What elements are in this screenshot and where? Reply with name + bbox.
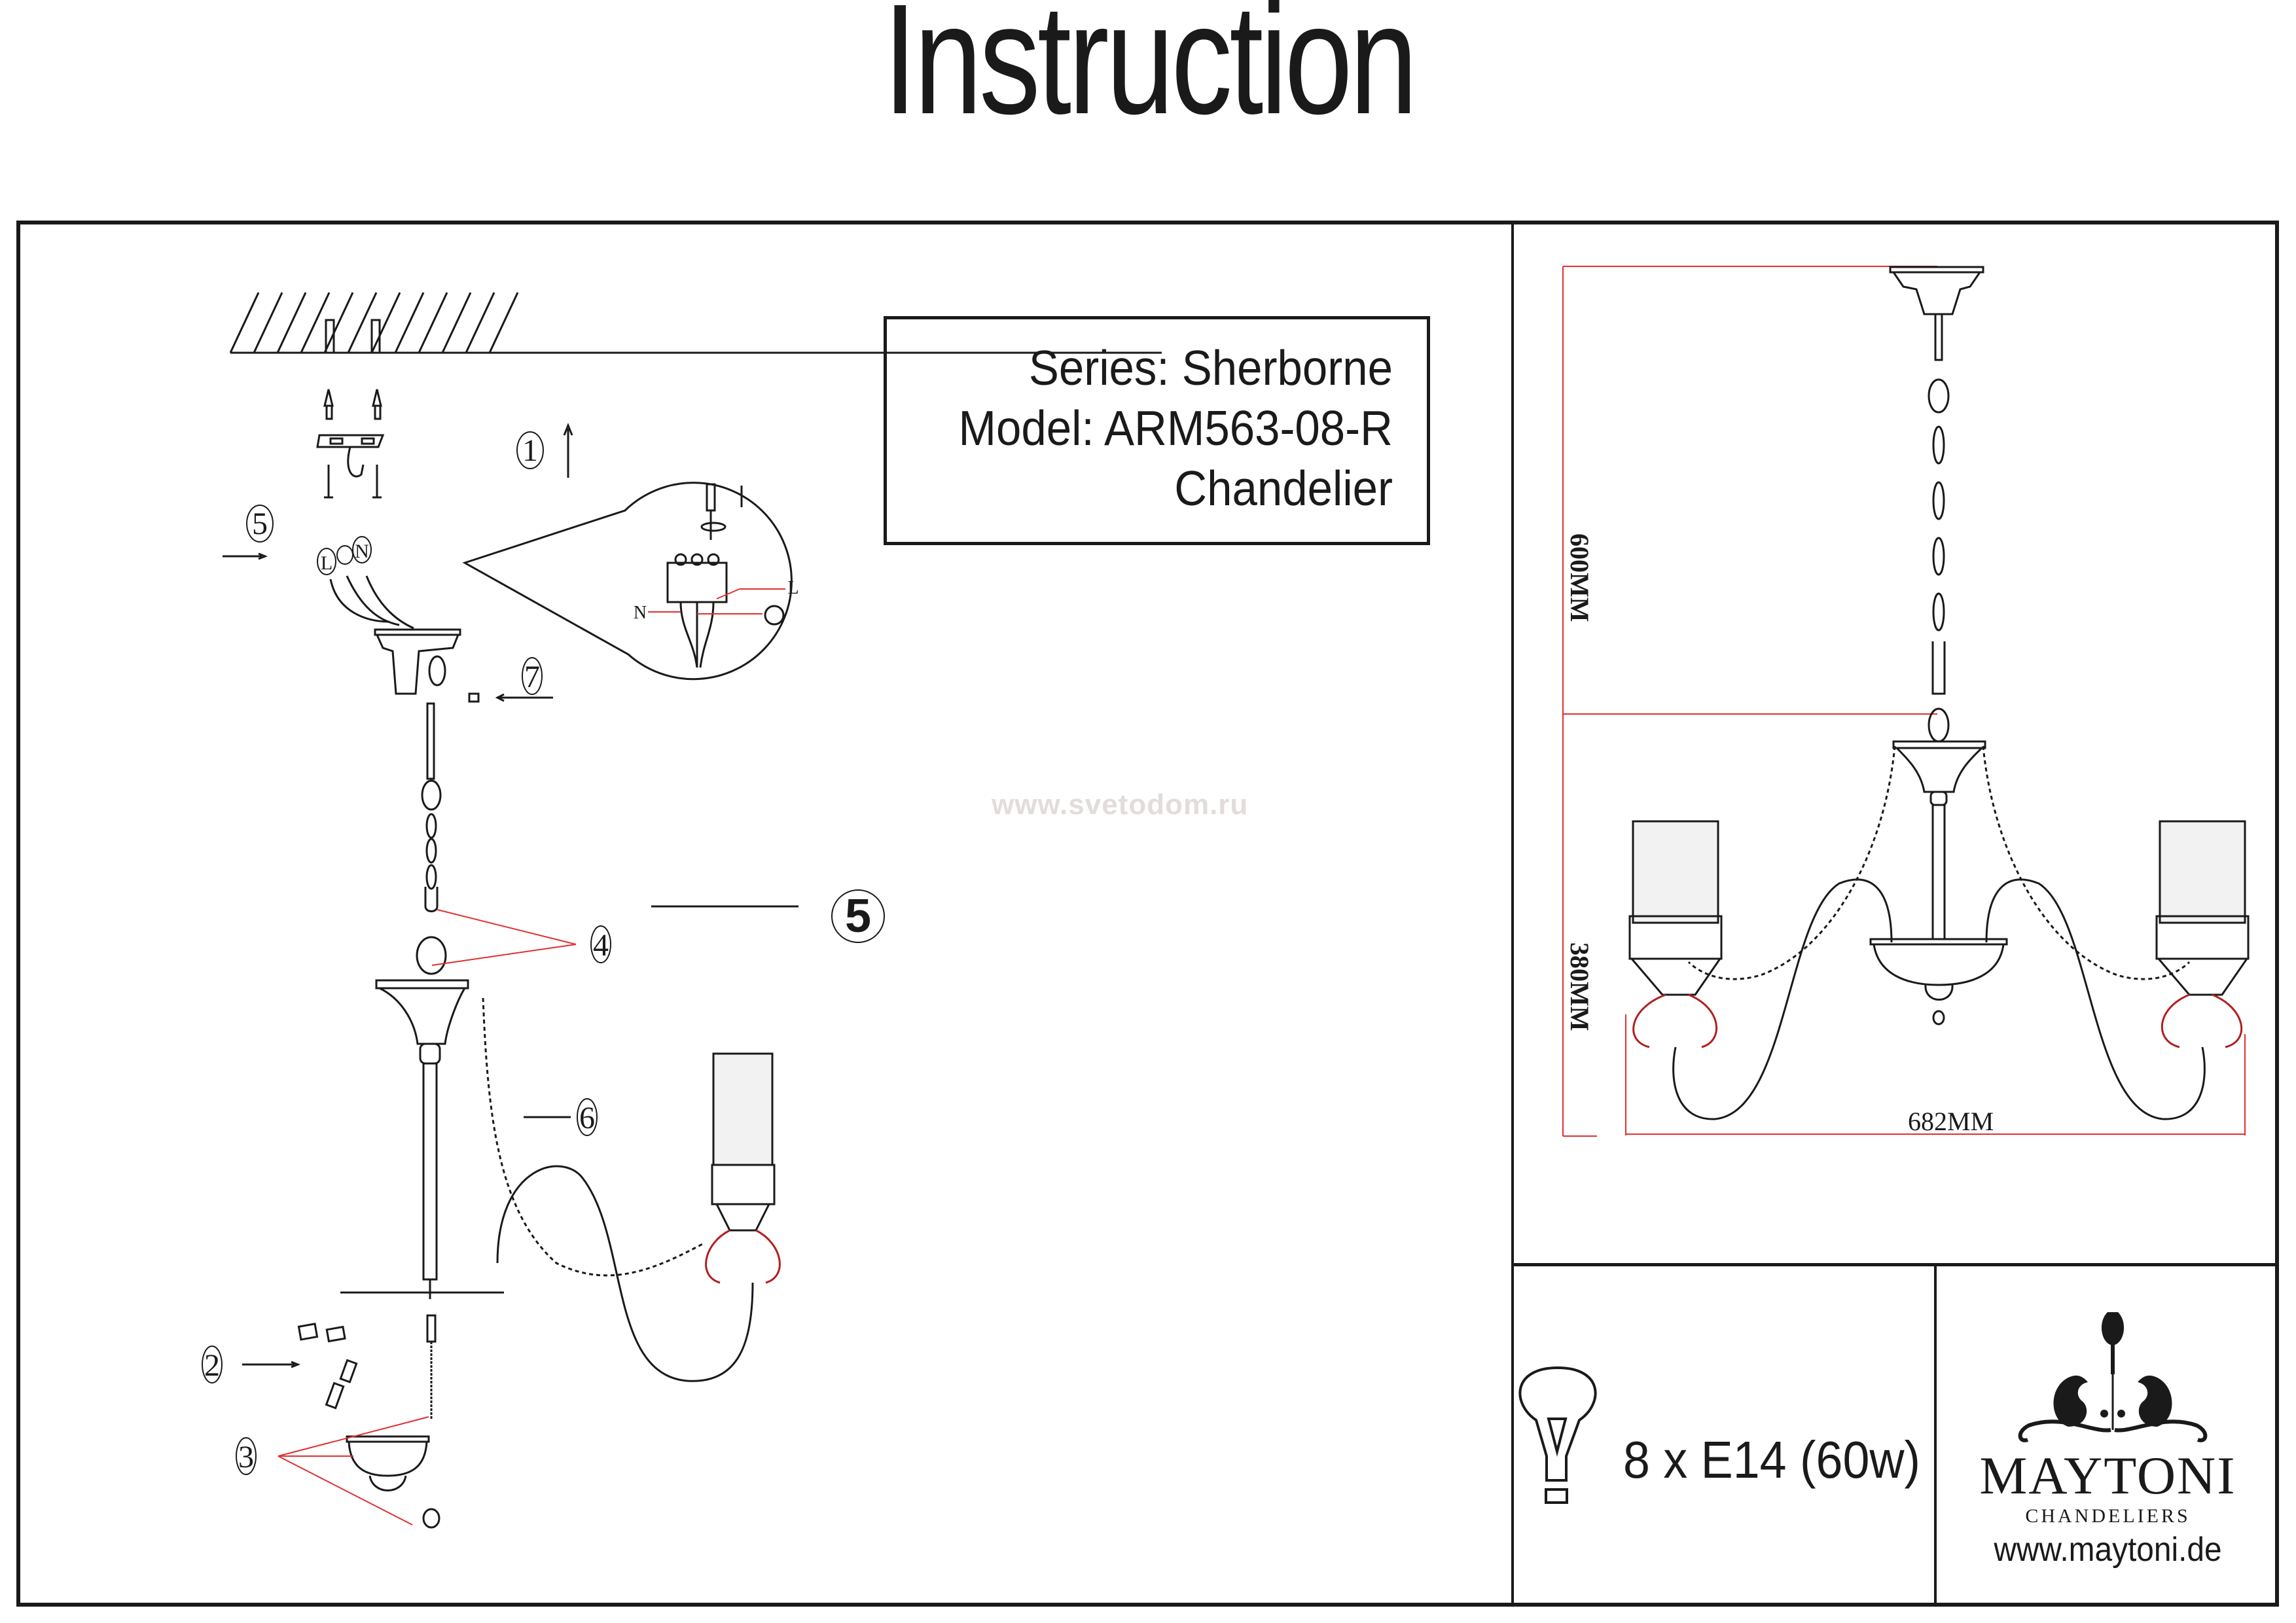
chandelier-body-icon <box>1869 740 2008 1026</box>
series-label: Series: Sherborne <box>1028 340 1393 395</box>
step-1-number: 1 <box>522 433 538 468</box>
ceiling-hatch-line <box>394 292 425 353</box>
dimension-lines <box>1562 266 2246 1137</box>
chain-icon <box>1928 378 1950 743</box>
step-5-badge <box>246 505 274 543</box>
step-4-badge <box>590 925 611 963</box>
wire-icon <box>346 575 400 626</box>
arrow-head-icon <box>563 422 573 436</box>
ceiling-hatch-line <box>323 292 354 353</box>
divider-horizontal <box>1511 1263 2279 1266</box>
step-2-number: 2 <box>204 1348 220 1383</box>
canopy-icon <box>1889 266 1984 361</box>
arrow-head-icon <box>291 1361 301 1368</box>
neutral-badge <box>352 536 372 563</box>
brand-url-link[interactable]: www.maytoni.de <box>1994 1531 2222 1569</box>
product-type-label: Chandelier <box>1174 461 1393 516</box>
step-3-badge <box>236 1437 257 1475</box>
bottom-bowl-icon <box>346 1435 440 1529</box>
ceiling-hatch-line <box>300 292 331 353</box>
divider-footer <box>1934 1263 1937 1607</box>
step-5-number: 5 <box>252 507 268 541</box>
ceiling-hatch-line <box>370 292 401 353</box>
step-1-badge <box>516 431 544 469</box>
height-total-label: 600MM <box>1565 533 1594 622</box>
arm-scroll-icon <box>755 1229 781 1284</box>
arrow-head-icon <box>495 693 505 702</box>
arrow-head-icon <box>258 552 268 560</box>
step-pointer-lines <box>278 909 577 1525</box>
light-bulb-icon <box>1518 1366 1597 1504</box>
step-2-badge <box>202 1346 223 1383</box>
screwdriver-icon <box>700 483 743 540</box>
ceiling-hatch-line <box>347 292 378 353</box>
brand-name: MAYTONI <box>1979 1446 2236 1505</box>
glass-shade-icon <box>711 1052 776 1232</box>
ceiling-hatch-line <box>229 292 260 353</box>
ceiling-hatch-line <box>276 292 307 353</box>
step-5-side-number: 5 <box>845 890 871 942</box>
bulb-spec: 8 x E14 (60w) <box>1623 1431 1921 1489</box>
ceiling-hatch-line <box>253 292 283 353</box>
bulb-socket-icon <box>297 1323 358 1410</box>
ceiling-hatch-line <box>488 292 519 353</box>
width-label: 682MM <box>1908 1107 1994 1136</box>
step-6-badge <box>577 1098 598 1136</box>
step-6-number: 6 <box>579 1101 595 1135</box>
arm-scroll-icon <box>705 1229 730 1284</box>
wiring-pointer-lines <box>648 588 785 615</box>
step-4-number: 4 <box>593 928 609 963</box>
ground-badge <box>336 545 353 565</box>
neutral-label: N <box>355 541 369 562</box>
instruction-frame <box>16 221 2279 1607</box>
ceiling-hatch-line <box>441 292 472 353</box>
zoom-live-label: L <box>787 578 798 598</box>
wire-icon <box>329 579 390 623</box>
bead-chain-icon <box>482 997 704 1277</box>
product-info-box: Series: Sherborne Model: ARM563-08-R Cha… <box>884 316 1430 545</box>
arm-scroll-icon <box>1632 993 2243 1048</box>
canopy-icon <box>374 628 461 695</box>
step-5-side-badge <box>831 889 885 943</box>
height-body-label: 380MM <box>1565 942 1594 1031</box>
ceiling-hatch-line <box>465 292 495 353</box>
ceiling-icon <box>229 292 1162 354</box>
wire-icon <box>365 575 414 630</box>
chain-icon <box>421 702 442 912</box>
watermark: www.svetodom.ru <box>992 789 1249 821</box>
screw-icon <box>324 465 382 499</box>
mounting-bracket-icon <box>316 434 385 478</box>
chandelier-body-icon <box>375 936 469 1299</box>
ceiling-hatch-line <box>418 292 448 353</box>
arm-icon <box>496 1165 754 1382</box>
model-label: Model: ARM563-08-R <box>958 401 1393 455</box>
set-screw-icon <box>468 692 480 703</box>
step-7-number: 7 <box>524 660 540 694</box>
step-7-badge <box>522 657 543 695</box>
zoom-neutral-label: N <box>634 603 647 623</box>
ground-symbol-icon <box>764 605 785 626</box>
live-label: L <box>321 552 332 574</box>
terminal-block-icon <box>666 553 728 668</box>
bead-chain-icon <box>1687 745 2191 980</box>
page-title: Instruction <box>883 0 1418 147</box>
glass-shade-icon <box>1628 820 2250 996</box>
arm-icon <box>1672 878 2206 1120</box>
divider-vertical <box>1511 221 1514 1607</box>
wall-plug-icon <box>323 389 382 420</box>
live-badge <box>317 548 336 575</box>
brand-subtitle: CHANDELIERS <box>2025 1505 2191 1527</box>
step-3-number: 3 <box>238 1440 254 1474</box>
